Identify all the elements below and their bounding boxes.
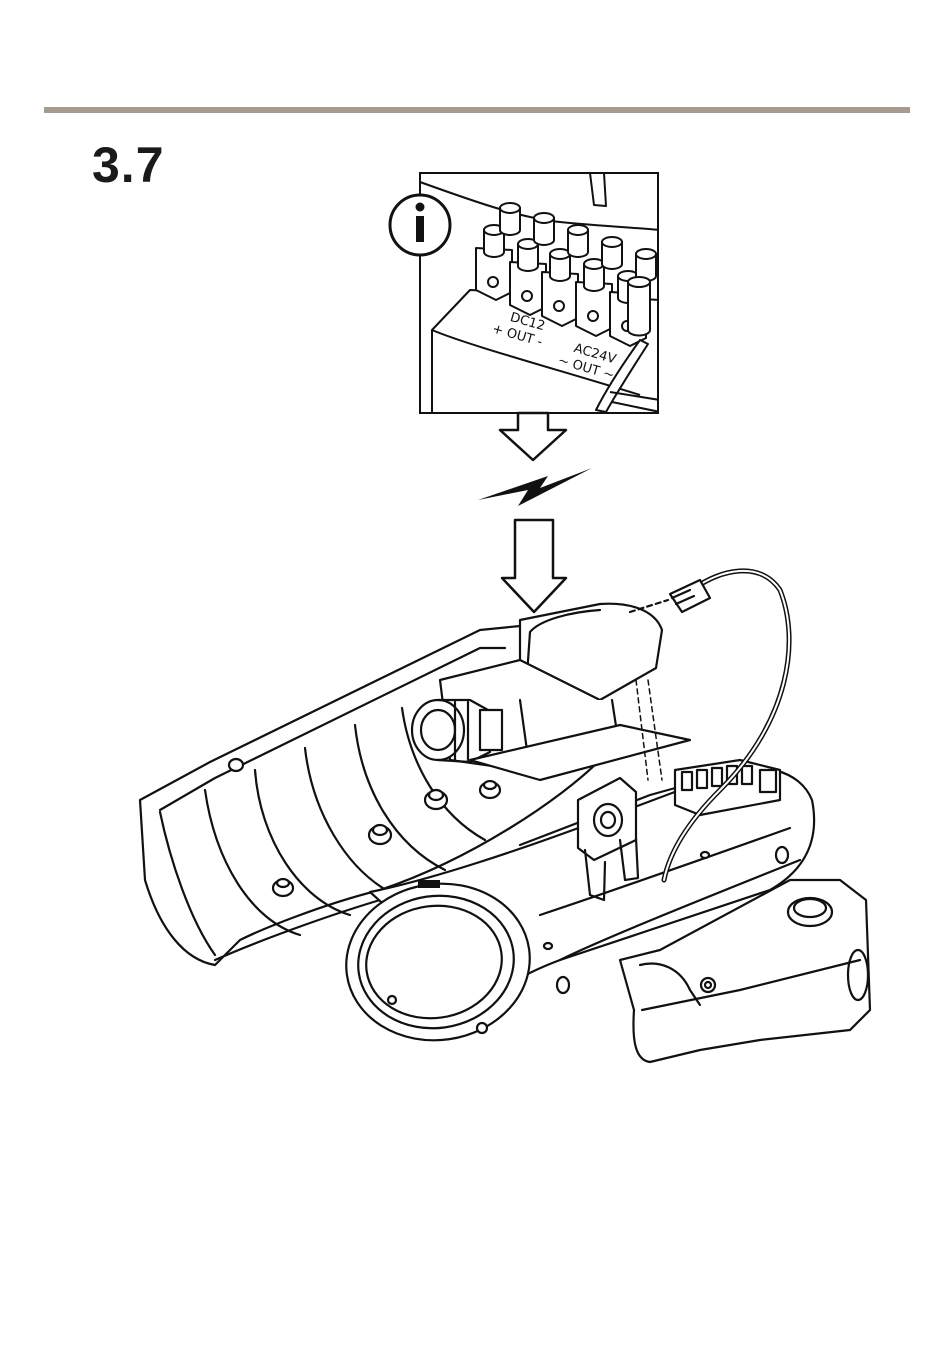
camera-housing-illustration: [140, 571, 870, 1062]
lightning-icon: [478, 468, 592, 506]
detail-inset: DC12 + OUT - AC24V ~ OUT ~: [390, 173, 660, 413]
down-arrow-icon: [502, 520, 566, 612]
down-arrow-icon: [500, 413, 566, 460]
info-icon: [390, 195, 450, 255]
